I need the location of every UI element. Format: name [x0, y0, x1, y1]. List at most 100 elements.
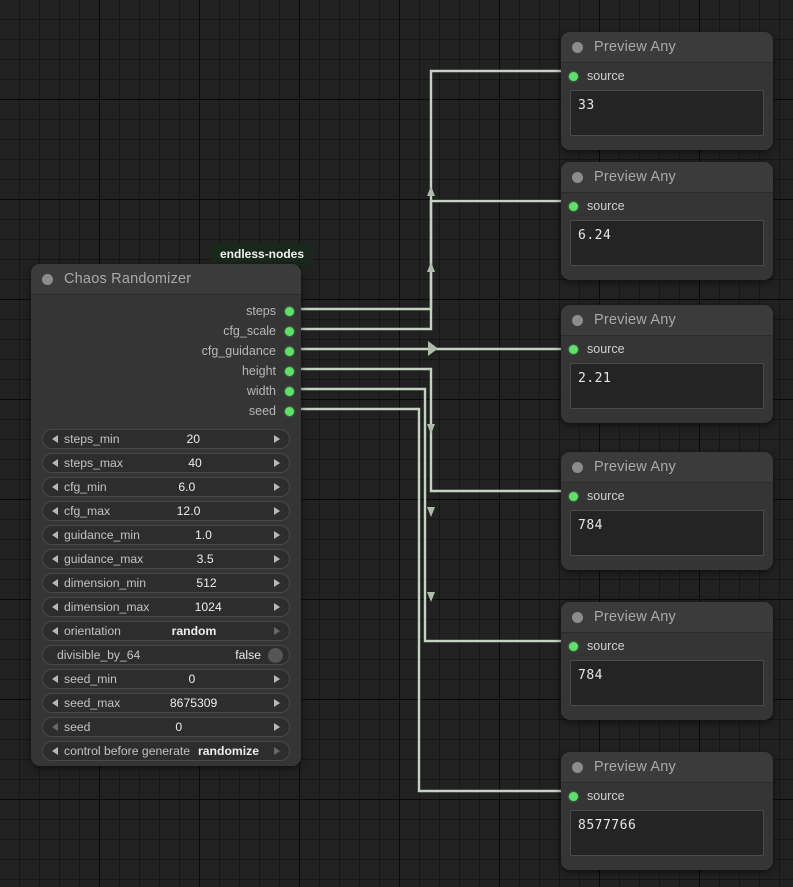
- decrement-arrow-icon[interactable]: [52, 603, 58, 611]
- widget-value[interactable]: 8675309: [169, 696, 218, 710]
- widget-value[interactable]: 512: [196, 576, 217, 590]
- output-slot-height[interactable]: height: [31, 361, 301, 381]
- widget-cfg-max[interactable]: cfg_max 12.0: [42, 501, 290, 521]
- widget-value[interactable]: 3.5: [196, 552, 214, 566]
- widget-value[interactable]: 1.0: [194, 528, 212, 542]
- slot-dot-icon[interactable]: [569, 491, 578, 501]
- decrement-arrow-icon[interactable]: [52, 555, 58, 563]
- increment-arrow-icon[interactable]: [274, 459, 280, 467]
- previous-option-arrow-icon[interactable]: [52, 627, 58, 635]
- collapse-dot-icon[interactable]: [572, 611, 583, 623]
- increment-arrow-icon[interactable]: [274, 531, 280, 539]
- input-slot-source[interactable]: source: [561, 633, 773, 659]
- node-preview-any-5[interactable]: Preview Any source 784: [561, 602, 773, 720]
- decrement-arrow-icon[interactable]: [52, 459, 58, 467]
- slot-dot-icon[interactable]: [569, 641, 578, 651]
- output-slot-steps[interactable]: steps: [31, 301, 301, 321]
- increment-arrow-icon[interactable]: [274, 579, 280, 587]
- node-preview-any-2[interactable]: Preview Any source 6.24: [561, 162, 773, 280]
- decrement-arrow-icon[interactable]: [52, 531, 58, 539]
- slot-dot-icon[interactable]: [285, 306, 294, 316]
- node-title-bar[interactable]: Chaos Randomizer: [31, 264, 301, 295]
- input-slot-source[interactable]: source: [561, 336, 773, 362]
- node-preview-any-3[interactable]: Preview Any source 2.21: [561, 305, 773, 423]
- widget-cfg-min[interactable]: cfg_min 6.0: [42, 477, 290, 497]
- widget-value[interactable]: random: [171, 624, 217, 638]
- output-slot-width[interactable]: width: [31, 381, 301, 401]
- widget-seed-min[interactable]: seed_min 0: [42, 669, 290, 689]
- previous-option-arrow-icon[interactable]: [52, 747, 58, 755]
- node-title-bar[interactable]: Preview Any: [561, 32, 773, 63]
- widget-divisible-by-64[interactable]: divisible_by_64 false: [42, 645, 290, 665]
- node-title-bar[interactable]: Preview Any: [561, 452, 773, 483]
- slot-dot-icon[interactable]: [569, 791, 578, 801]
- input-slot-source[interactable]: source: [561, 483, 773, 509]
- widget-value[interactable]: 0: [188, 672, 196, 686]
- widget-guidance-max[interactable]: guidance_max 3.5: [42, 549, 290, 569]
- next-option-arrow-icon[interactable]: [273, 747, 280, 755]
- decrement-arrow-icon[interactable]: [52, 675, 58, 683]
- slot-dot-icon[interactable]: [285, 366, 294, 376]
- widget-value[interactable]: 20: [186, 432, 201, 446]
- slot-dot-icon[interactable]: [285, 386, 294, 396]
- widget-value[interactable]: 12.0: [176, 504, 201, 518]
- output-slot-cfg-scale[interactable]: cfg_scale: [31, 321, 301, 341]
- collapse-dot-icon[interactable]: [42, 273, 53, 285]
- widget-seed[interactable]: seed 0: [42, 717, 290, 737]
- output-slot-seed[interactable]: seed: [31, 401, 301, 421]
- node-chaos-randomizer[interactable]: Chaos Randomizer steps cfg_scale cfg_gui…: [31, 264, 301, 766]
- increment-arrow-icon[interactable]: [273, 507, 280, 515]
- widget-dimension-min[interactable]: dimension_min 512: [42, 573, 290, 593]
- decrement-arrow-icon[interactable]: [52, 435, 58, 443]
- increment-arrow-icon[interactable]: [274, 723, 280, 731]
- widget-guidance-min[interactable]: guidance_min 1.0: [42, 525, 290, 545]
- decrement-arrow-icon[interactable]: [52, 507, 58, 515]
- widget-value[interactable]: randomize: [198, 744, 259, 758]
- widget-control-before-generate[interactable]: control before generate randomize: [42, 741, 290, 761]
- widget-seed-max[interactable]: seed_max 8675309: [42, 693, 290, 713]
- input-slot-source[interactable]: source: [561, 783, 773, 809]
- output-slot-cfg-guidance[interactable]: cfg_guidance: [31, 341, 301, 361]
- slot-dot-icon[interactable]: [569, 201, 578, 211]
- collapse-dot-icon[interactable]: [572, 41, 583, 53]
- increment-arrow-icon[interactable]: [273, 435, 280, 443]
- increment-arrow-icon[interactable]: [273, 483, 280, 491]
- toggle-knob[interactable]: [268, 647, 283, 663]
- decrement-arrow-icon[interactable]: [52, 723, 58, 731]
- increment-arrow-icon[interactable]: [273, 555, 280, 563]
- decrement-arrow-icon[interactable]: [52, 579, 58, 587]
- node-title-bar[interactable]: Preview Any: [561, 602, 773, 633]
- decrement-arrow-icon[interactable]: [52, 483, 58, 491]
- node-preview-any-1[interactable]: Preview Any source 33: [561, 32, 773, 150]
- widget-value[interactable]: 1024: [194, 600, 222, 614]
- increment-arrow-icon[interactable]: [273, 675, 280, 683]
- slot-dot-icon[interactable]: [285, 346, 294, 356]
- slot-dot-icon[interactable]: [569, 71, 578, 81]
- collapse-dot-icon[interactable]: [572, 761, 583, 773]
- decrement-arrow-icon[interactable]: [52, 699, 58, 707]
- collapse-dot-icon[interactable]: [572, 314, 583, 326]
- node-preview-any-6[interactable]: Preview Any source 8577766: [561, 752, 773, 870]
- increment-arrow-icon[interactable]: [273, 603, 280, 611]
- widget-orientation[interactable]: orientation random: [42, 621, 290, 641]
- node-title-bar[interactable]: Preview Any: [561, 162, 773, 193]
- widget-value[interactable]: 6.0: [178, 480, 196, 494]
- input-slot-source[interactable]: source: [561, 63, 773, 89]
- widget-value[interactable]: 0: [175, 720, 183, 734]
- widget-steps-max[interactable]: steps_max 40: [42, 453, 290, 473]
- node-preview-any-4[interactable]: Preview Any source 784: [561, 452, 773, 570]
- slot-dot-icon[interactable]: [569, 344, 578, 354]
- widget-dimension-max[interactable]: dimension_max 1024: [42, 597, 290, 617]
- widget-steps-min[interactable]: steps_min 20: [42, 429, 290, 449]
- collapse-dot-icon[interactable]: [572, 461, 583, 473]
- slot-dot-icon[interactable]: [285, 326, 294, 336]
- input-slot-source[interactable]: source: [561, 193, 773, 219]
- slot-dot-icon[interactable]: [285, 406, 294, 416]
- widget-value[interactable]: 40: [188, 456, 202, 470]
- next-option-arrow-icon[interactable]: [274, 627, 280, 635]
- increment-arrow-icon[interactable]: [274, 699, 280, 707]
- collapse-dot-icon[interactable]: [572, 171, 583, 183]
- node-title-bar[interactable]: Preview Any: [561, 752, 773, 783]
- node-title-bar[interactable]: Preview Any: [561, 305, 773, 336]
